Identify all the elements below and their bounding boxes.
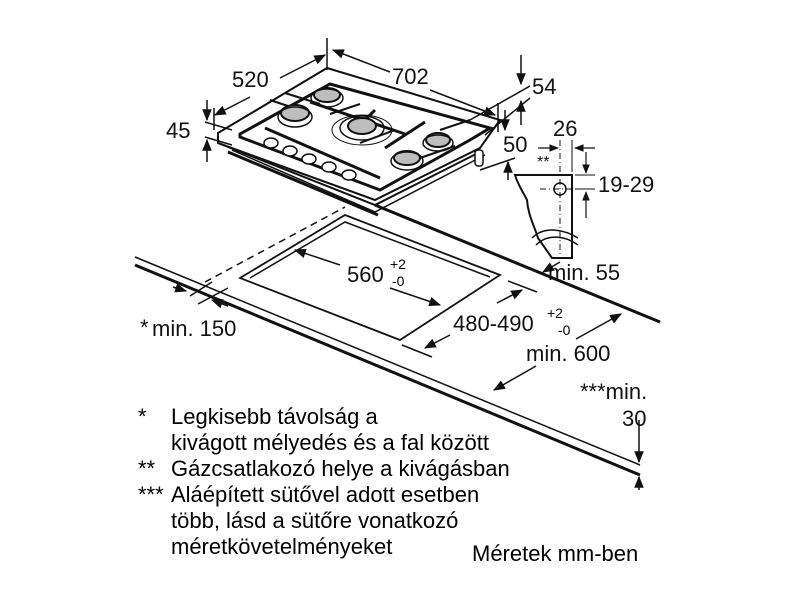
footnote-1: * Legkisebb távolság a kivágott mélyedés… (138, 404, 510, 456)
cutout-dimensions (172, 248, 644, 490)
connector-height-label: 19-29 (598, 172, 655, 197)
burner-rear-left (310, 87, 344, 108)
side-height-label: 50 (503, 132, 528, 157)
control-knobs (263, 137, 357, 181)
hob-width-label: 702 (392, 64, 429, 89)
units-label: Méretek mm-ben (472, 541, 639, 566)
hob-height-label: 45 (166, 118, 191, 143)
burner-front-right (390, 150, 424, 171)
rear-offset-label: 54 (532, 74, 557, 99)
cutout-width-tol-plus: +2 (390, 256, 406, 272)
side-clearance-label: min. 150 (152, 316, 237, 341)
hob-dimensions (202, 38, 531, 180)
footnote-text: Legkisebb távolság a (171, 404, 378, 429)
hob-illustration (217, 66, 502, 217)
cutout-depth-tol-plus: +2 (547, 305, 563, 321)
gas-connector-detail (513, 140, 595, 259)
footnote-text: méretkövetelményeket (171, 534, 393, 559)
footnote-text: több, lásd a sütőre vonatkozó (171, 508, 459, 533)
side-clearance-marker: * (140, 315, 149, 340)
cutout-depth-label: 480-490 (453, 311, 534, 336)
burner-wok-center (331, 114, 393, 146)
worktop-thickness-label-2: 30 (622, 406, 647, 431)
footnote-mark: * (138, 404, 147, 429)
burner-front-left (277, 104, 313, 128)
footnote-2: ** Gázcsatlakozó helye a kivágásban (138, 456, 510, 482)
cutout-width-tol-minus: -0 (392, 273, 405, 289)
footnote-text: Gázcsatlakozó helye a kivágásban (171, 456, 510, 481)
worktop-depth-label: min. 600 (526, 341, 611, 366)
cutout-depth-tol-minus: -0 (558, 322, 571, 338)
footnotes: * Legkisebb távolság a kivágott mélyedés… (138, 404, 510, 560)
footnote-text: Aláépített sütővel adott esetben (171, 482, 480, 507)
rear-clearance-label: min. 55 (548, 260, 621, 285)
worktop-thickness-label-1: ***min. (580, 379, 648, 404)
connector-offset-label: 26 (553, 116, 578, 141)
footnote-mark: ** (138, 456, 156, 481)
hob-depth-label: 520 (232, 67, 269, 92)
burner-rear-right (422, 132, 454, 152)
footnote-3: *** Aláépített sütővel adott esetben töb… (138, 482, 510, 560)
footnote-text: kivágott mélyedés és a fal között (171, 430, 489, 455)
cutout-width-label: 560 (347, 262, 384, 287)
connector-marker: ** (537, 154, 550, 171)
footnote-mark: *** (138, 482, 164, 507)
